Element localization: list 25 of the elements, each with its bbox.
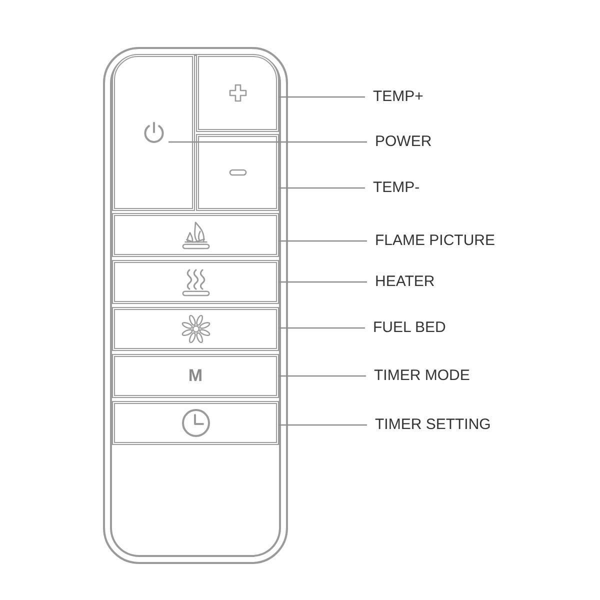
leader-line <box>279 327 365 329</box>
leader-line <box>279 240 367 242</box>
leader-line <box>279 96 365 98</box>
callout-label: TEMP+ <box>373 88 424 106</box>
plus-button <box>196 54 279 132</box>
leader-line <box>279 375 366 377</box>
callout-label: TIMER MODE <box>374 367 470 385</box>
leader-line <box>168 141 367 143</box>
leader-line <box>279 187 365 189</box>
heater-button <box>112 260 279 304</box>
mode-button: M <box>112 354 279 398</box>
flame-button <box>112 213 279 257</box>
fuel-bed-button <box>112 307 279 351</box>
callout-label: TEMP- <box>373 179 420 197</box>
leader-line <box>279 424 367 426</box>
callout-label: HEATER <box>375 273 435 291</box>
minus-button <box>196 134 279 211</box>
power-button <box>112 54 195 211</box>
timer-button <box>112 401 279 445</box>
callout-label: FUEL BED <box>373 319 446 337</box>
callout-label: POWER <box>375 133 432 151</box>
callout-label: FLAME PICTURE <box>375 232 496 250</box>
callout-label: TIMER SETTING <box>375 416 491 434</box>
leader-line <box>279 281 367 283</box>
remote-control-body <box>103 47 288 564</box>
